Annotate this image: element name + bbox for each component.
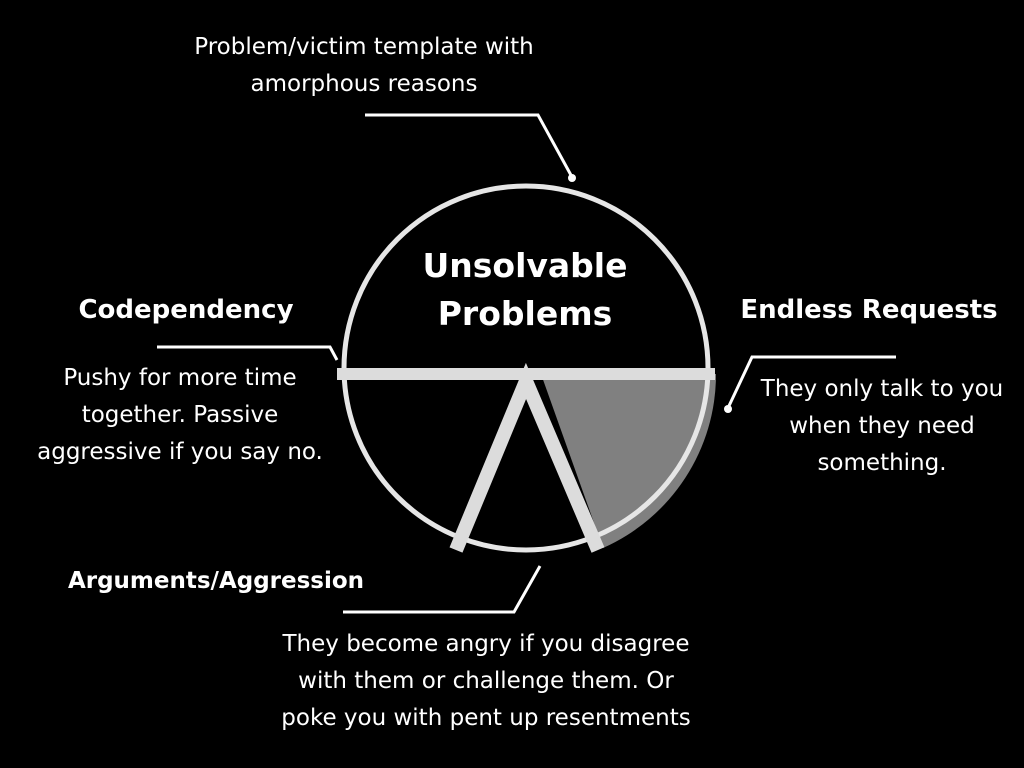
connector-endless-requests [726,355,896,409]
codependency-line2: together. Passive [81,402,279,428]
shaded-segment [541,374,717,548]
center-title-line1: Unsolvable [422,246,628,285]
arguments-text: They become angry if you disagree with t… [256,626,716,737]
connector-top [365,113,574,178]
center-title: Unsolvable Problems [400,242,650,338]
endless-requests-line2: when they need [789,413,975,439]
v-divider [449,362,605,553]
top-callout-text: Problem/victim template with amorphous r… [164,29,564,103]
endless-requests-line3: something. [817,450,947,476]
endless-requests-heading: Endless Requests [740,295,998,325]
center-title-line2: Problems [437,294,613,333]
codependency-heading: Codependency [78,295,294,325]
top-callout-line2: amorphous reasons [250,71,478,97]
top-callout-line1: Problem/victim template with [194,34,534,60]
endless-requests-line1: They only talk to you [760,376,1004,402]
arguments-line1: They become angry if you disagree [282,631,690,657]
connector-arguments [343,565,542,614]
codependency-line1: Pushy for more time [63,365,297,391]
arguments-heading: Arguments/Aggression [67,568,365,594]
arguments-line3: poke you with pent up resentments [281,705,691,731]
connector-codependency [157,345,339,361]
connector-top-dot [568,174,576,182]
connector-endless-requests-dot [724,405,732,413]
arguments-line2: with them or challenge them. Or [298,668,674,694]
endless-requests-text: They only talk to you when they need som… [742,371,1022,482]
codependency-text: Pushy for more time together. Passive ag… [10,360,350,471]
codependency-line3: aggressive if you say no. [37,439,323,465]
